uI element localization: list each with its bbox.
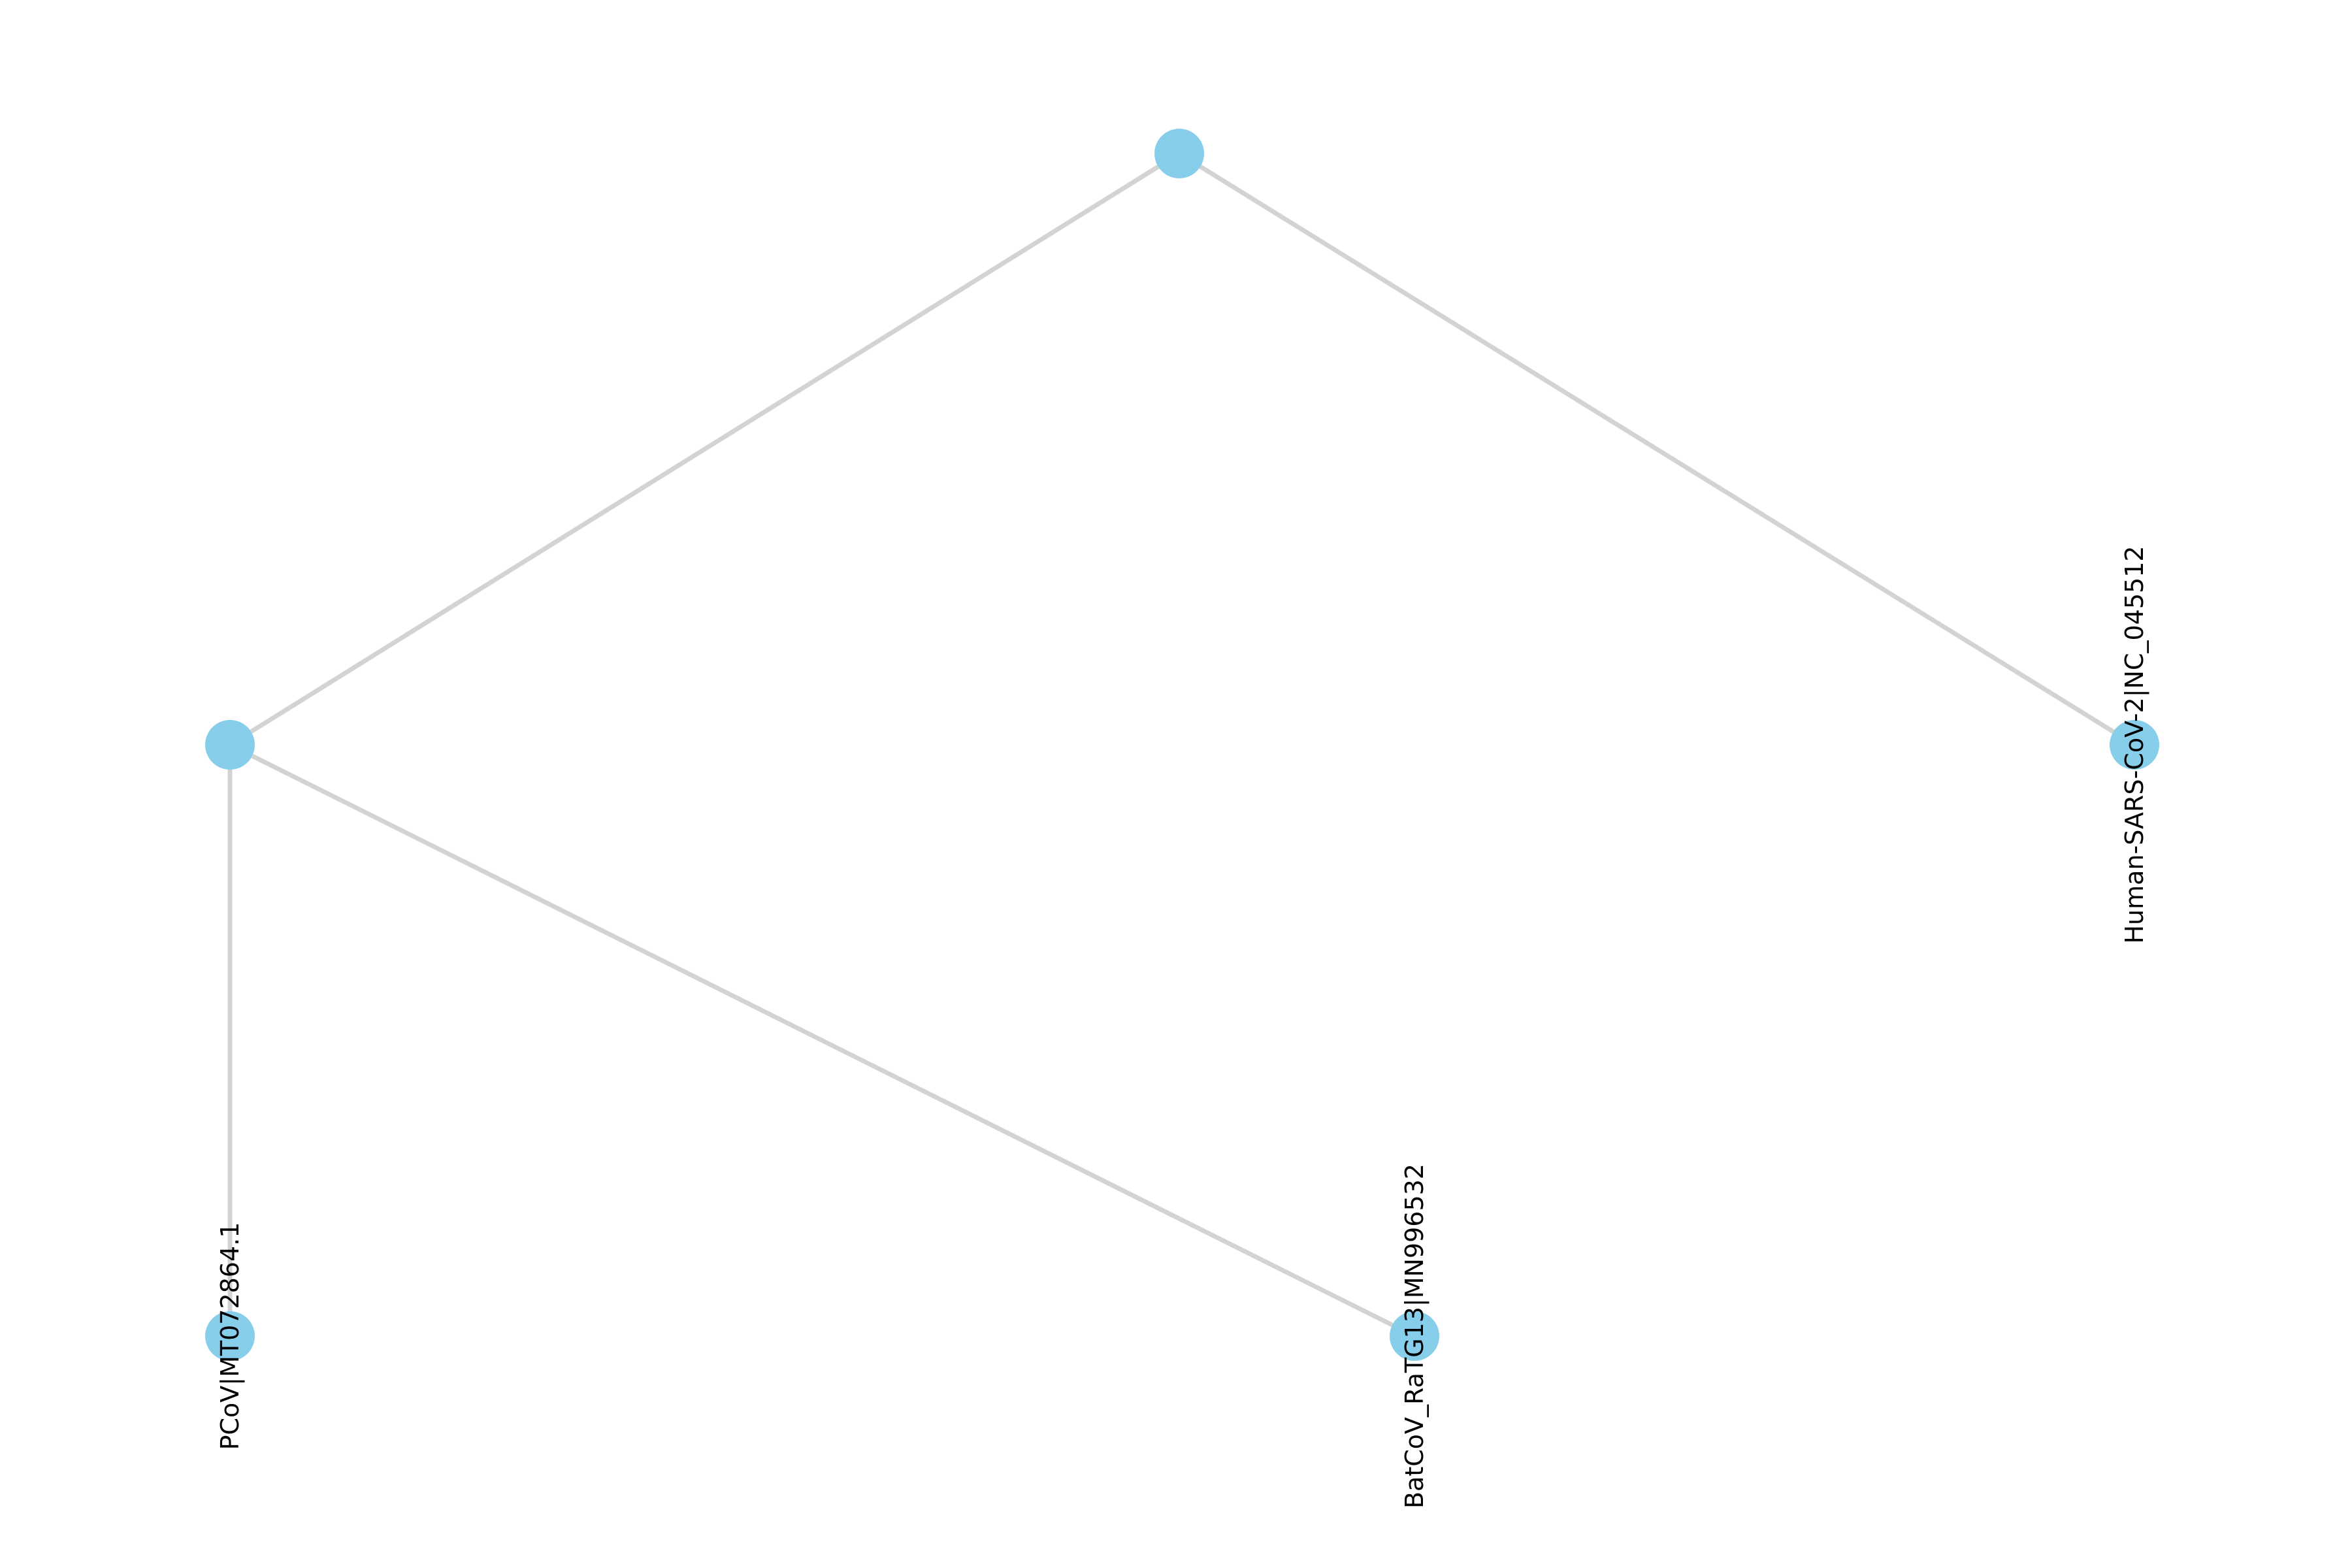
node-internal[interactable]: [205, 720, 255, 770]
leaf-label-human: Human-SARS-CoV-2|NC_045512: [2120, 546, 2149, 943]
node-root[interactable]: [1154, 129, 1204, 178]
leaf-label-batcov: BatCoV_RaTG13|MN996532: [1400, 1164, 1429, 1509]
edge-root-internal: [227, 151, 1182, 747]
leaf-label-pcov: PCoV|MT072864.1: [216, 1222, 245, 1450]
node-human[interactable]: [2110, 720, 2159, 770]
edge-internal-batcov: [227, 742, 1417, 1339]
node-pcov[interactable]: [205, 1311, 255, 1361]
node-batcov[interactable]: [1390, 1311, 1439, 1361]
edge-root-human: [1177, 151, 2137, 747]
